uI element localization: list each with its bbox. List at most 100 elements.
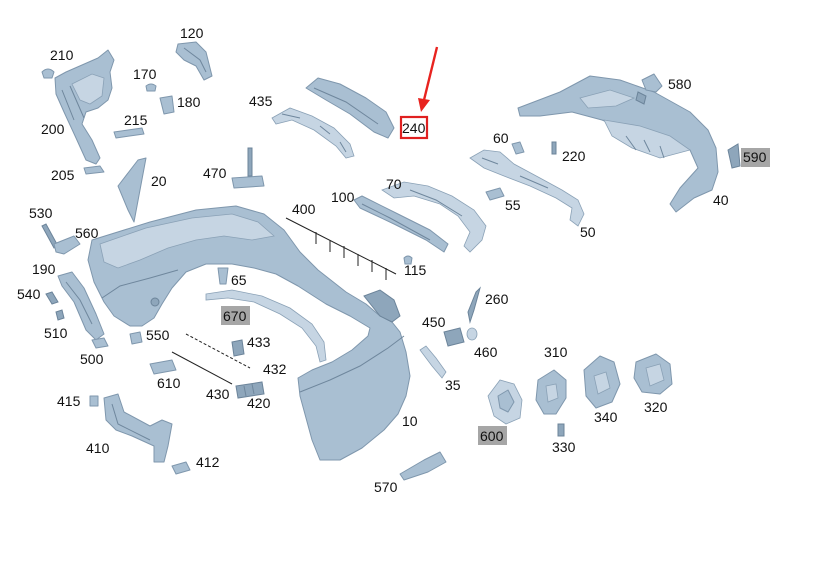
part-460-ring[interactable] bbox=[466, 327, 478, 341]
label-215[interactable]: 215 bbox=[124, 112, 148, 128]
part-70-bracket[interactable] bbox=[381, 181, 487, 253]
label-20[interactable]: 20 bbox=[151, 173, 167, 189]
label-430[interactable]: 430 bbox=[206, 386, 230, 402]
part-180-clip[interactable] bbox=[159, 95, 175, 115]
part-310-bracket[interactable] bbox=[535, 369, 567, 415]
part-115-clip[interactable] bbox=[403, 255, 413, 265]
part-100-reinforcement[interactable] bbox=[353, 195, 449, 253]
part-435-bracket[interactable] bbox=[271, 107, 355, 159]
part-600-trim-frame[interactable] bbox=[487, 379, 523, 425]
part-610-bracket[interactable] bbox=[149, 359, 177, 375]
part-432-wire[interactable] bbox=[185, 333, 251, 369]
part-470-bracket[interactable] bbox=[231, 147, 265, 189]
label-530[interactable]: 530 bbox=[29, 205, 53, 221]
label-580[interactable]: 580 bbox=[668, 76, 692, 92]
part-560-bracket[interactable] bbox=[53, 235, 81, 255]
label-210[interactable]: 210 bbox=[50, 47, 74, 63]
part-200-side-bracket[interactable] bbox=[54, 49, 115, 165]
part-35-strip[interactable] bbox=[419, 345, 447, 379]
part-330-screw[interactable] bbox=[557, 423, 565, 437]
label-340[interactable]: 340 bbox=[594, 409, 618, 425]
label-205[interactable]: 205 bbox=[51, 167, 75, 183]
label-60[interactable]: 60 bbox=[493, 130, 509, 146]
label-433[interactable]: 433 bbox=[247, 334, 271, 350]
label-510[interactable]: 510 bbox=[44, 325, 68, 341]
label-170[interactable]: 170 bbox=[133, 66, 157, 82]
label-570[interactable]: 570 bbox=[374, 479, 398, 495]
label-115[interactable]: 115 bbox=[404, 262, 427, 278]
part-320-frame[interactable] bbox=[633, 353, 673, 395]
part-10-bumper-cover[interactable] bbox=[87, 205, 411, 461]
part-450-sensor[interactable] bbox=[443, 327, 465, 347]
label-310[interactable]: 310 bbox=[544, 344, 568, 360]
label-410[interactable]: 410 bbox=[86, 440, 110, 456]
label-190[interactable]: 190 bbox=[32, 261, 56, 277]
part-412-clip[interactable] bbox=[171, 461, 191, 475]
part-540-bolt[interactable] bbox=[45, 291, 59, 305]
label-400[interactable]: 400 bbox=[292, 201, 316, 217]
part-205-clip[interactable] bbox=[83, 165, 105, 175]
part-170-clip[interactable] bbox=[145, 83, 157, 92]
part-215-strip[interactable] bbox=[113, 127, 145, 139]
part-415-clip[interactable] bbox=[89, 395, 99, 407]
part-60-clip[interactable] bbox=[511, 141, 525, 155]
part-55-clip[interactable] bbox=[485, 187, 505, 201]
label-412[interactable]: 412 bbox=[196, 454, 220, 470]
label-450[interactable]: 450 bbox=[422, 314, 446, 330]
label-415[interactable]: 415 bbox=[57, 393, 81, 409]
label-420[interactable]: 420 bbox=[247, 395, 271, 411]
part-400-line-set[interactable] bbox=[285, 217, 397, 280]
part-50-trim-strip[interactable] bbox=[469, 149, 585, 227]
part-590-part[interactable] bbox=[727, 143, 741, 169]
part-430-wire[interactable] bbox=[171, 351, 233, 385]
part-570-trim[interactable] bbox=[399, 451, 447, 481]
part-190-bracket[interactable] bbox=[57, 271, 105, 341]
label-320[interactable]: 320 bbox=[644, 399, 668, 415]
label-610[interactable]: 610 bbox=[157, 375, 181, 391]
label-240[interactable]: 240 bbox=[402, 120, 426, 136]
part-220-screw[interactable] bbox=[551, 141, 557, 155]
label-560[interactable]: 560 bbox=[75, 225, 99, 241]
label-435[interactable]: 435 bbox=[249, 93, 273, 109]
label-10[interactable]: 10 bbox=[402, 413, 418, 429]
label-220[interactable]: 220 bbox=[562, 148, 586, 164]
part-40-diffuser[interactable] bbox=[517, 75, 719, 213]
label-40[interactable]: 40 bbox=[713, 192, 729, 208]
part-240-trim[interactable] bbox=[305, 77, 395, 139]
label-200[interactable]: 200 bbox=[41, 121, 65, 137]
part-500-clip[interactable] bbox=[91, 337, 109, 349]
label-600[interactable]: 600 bbox=[480, 428, 504, 444]
part-340-frame[interactable] bbox=[583, 355, 621, 409]
label-65[interactable]: 65 bbox=[231, 272, 247, 288]
part-670-trim[interactable] bbox=[205, 289, 327, 363]
label-540[interactable]: 540 bbox=[17, 286, 41, 302]
label-50[interactable]: 50 bbox=[580, 224, 596, 240]
label-55[interactable]: 55 bbox=[505, 197, 521, 213]
label-260[interactable]: 260 bbox=[485, 291, 509, 307]
label-330[interactable]: 330 bbox=[552, 439, 576, 455]
part-433-sensor[interactable] bbox=[231, 339, 245, 357]
label-100[interactable]: 100 bbox=[331, 189, 355, 205]
part-20-panel[interactable] bbox=[117, 157, 147, 223]
part-210-clip[interactable] bbox=[41, 68, 55, 79]
part-510-screw[interactable] bbox=[55, 309, 65, 321]
part-65-clip[interactable] bbox=[217, 267, 229, 285]
label-460[interactable]: 460 bbox=[474, 344, 498, 360]
part-550-clip[interactable] bbox=[129, 331, 143, 345]
part-410-support-frame[interactable] bbox=[103, 393, 173, 463]
label-432[interactable]: 432 bbox=[263, 361, 287, 377]
part-120-bracket[interactable] bbox=[175, 41, 213, 81]
label-70[interactable]: 70 bbox=[386, 176, 402, 192]
part-260-strip[interactable] bbox=[467, 286, 481, 324]
label-590[interactable]: 590 bbox=[743, 149, 767, 165]
part-580-clip[interactable] bbox=[641, 73, 663, 93]
label-180[interactable]: 180 bbox=[177, 94, 201, 110]
part-420-module[interactable] bbox=[235, 381, 265, 399]
label-500[interactable]: 500 bbox=[80, 351, 104, 367]
label-670-highlight bbox=[221, 306, 250, 325]
label-120[interactable]: 120 bbox=[180, 25, 204, 41]
label-35[interactable]: 35 bbox=[445, 377, 461, 393]
label-550[interactable]: 550 bbox=[146, 327, 170, 343]
label-470[interactable]: 470 bbox=[203, 165, 227, 181]
label-670[interactable]: 670 bbox=[223, 308, 247, 324]
